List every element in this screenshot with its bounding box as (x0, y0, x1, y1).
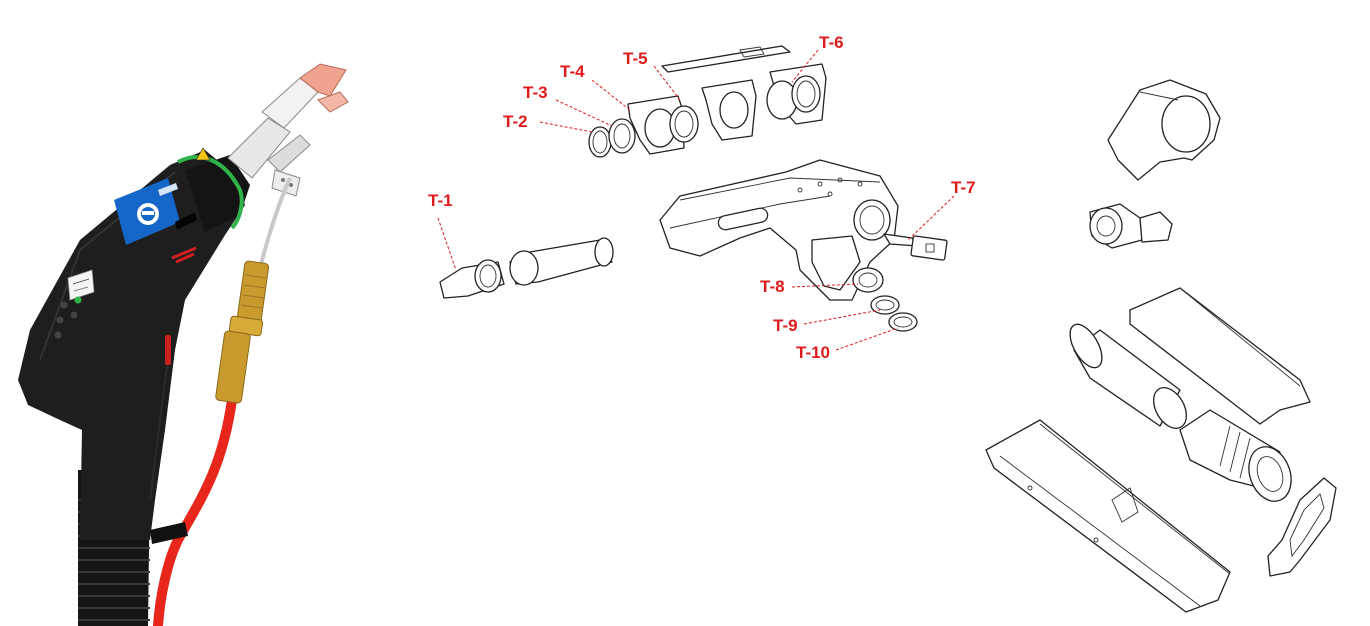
part-t2-t4-rings (588, 95, 699, 158)
gun-green-ring (177, 155, 244, 230)
label-t9: T-9 (773, 316, 798, 335)
label-t4: T-4 (560, 62, 585, 81)
part-t9-t10-rings (870, 295, 918, 332)
part-main-housing (659, 159, 948, 301)
leader-t7 (907, 195, 955, 241)
gun-copper-tip (299, 63, 347, 97)
gun-button-5 (54, 331, 62, 339)
part-right-shell-lower (985, 419, 1231, 613)
gun-grip (18, 150, 245, 540)
label-t3: T-3 (523, 83, 548, 102)
label-t1: T-1 (428, 191, 453, 210)
part-right-shell-upper (1129, 287, 1311, 425)
leader-lines (437, 49, 955, 351)
leader-t6 (791, 49, 819, 83)
part-right-gasket (1267, 477, 1337, 577)
part-t1-nozzle (439, 237, 614, 299)
gun-nozzle (227, 63, 349, 197)
label-t7: T-7 (951, 178, 976, 197)
gun-button-1 (60, 301, 68, 309)
leader-t8 (791, 283, 859, 288)
gun-button-4 (70, 311, 78, 319)
leader-t3 (555, 99, 613, 127)
label-t10: T-10 (796, 343, 831, 362)
label-t2: T-2 (503, 112, 528, 131)
leader-t4 (591, 79, 631, 111)
leader-t10 (835, 327, 899, 351)
warning-triangle-icon (195, 147, 211, 161)
part-center-bracket (701, 79, 757, 141)
leader-t9 (803, 309, 881, 325)
part-t6-bracket (766, 63, 827, 125)
gun-button-2 (74, 296, 82, 304)
leader-t1 (437, 217, 457, 271)
label-t6: T-6 (819, 33, 844, 52)
part-right-lens-holder (1179, 409, 1292, 502)
label-t5: T-5 (623, 49, 648, 68)
gun-brass-connector (215, 260, 270, 404)
label-t8: T-8 (760, 277, 785, 296)
leader-t2 (539, 121, 593, 133)
gun-wire-tube (258, 177, 292, 269)
gun-button-3 (56, 316, 64, 324)
part-right-connector (1089, 203, 1173, 249)
gun-blue-label (114, 178, 180, 245)
gun-display-panel (67, 269, 95, 301)
part-right-tube (1069, 323, 1188, 429)
part-t5-cover (661, 45, 791, 73)
leader-t5 (653, 65, 681, 101)
welding-gun-image (18, 63, 349, 626)
part-right-top-cover (1107, 79, 1221, 181)
